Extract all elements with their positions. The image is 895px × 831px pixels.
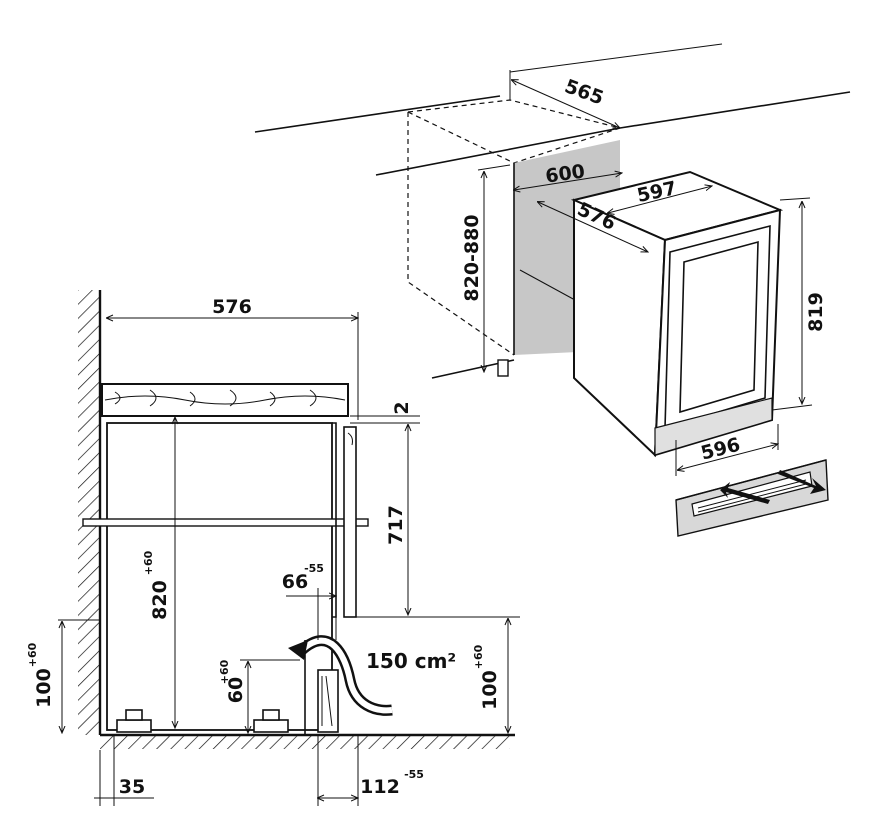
label-niche-height: 820-880 xyxy=(461,214,483,301)
perspective-view: 565 600 820-880 597 576 xyxy=(254,43,851,537)
side-view: 576 2 717 820 +60 66 -55 150 cm² xyxy=(26,290,520,806)
counter-front-edge xyxy=(375,127,621,176)
dim-820-880: 820-880 xyxy=(461,164,511,372)
dim-600: 600 xyxy=(514,160,622,190)
foot-right xyxy=(253,709,289,733)
label-side-width: 576 xyxy=(212,296,252,318)
label-wall-offset: 35 xyxy=(119,776,145,798)
label-main-height-sup: +60 xyxy=(142,550,155,575)
label-vent-width: 66 xyxy=(282,571,308,593)
label-niche-width: 600 xyxy=(544,160,586,187)
label-gap-top: 2 xyxy=(391,401,413,414)
wine-cooler xyxy=(570,170,784,458)
label-vent-width-sup: -55 xyxy=(304,562,324,575)
door-handle xyxy=(347,432,353,446)
door-inner xyxy=(332,422,337,618)
plinth-grille-detail xyxy=(675,459,829,537)
cabinet-body xyxy=(106,422,333,731)
label-cabinet-height: 717 xyxy=(385,505,407,545)
dim-819: 819 xyxy=(771,197,827,411)
label-front-offset: 112 xyxy=(360,776,400,798)
label-plinth-right-sup: +60 xyxy=(472,644,485,669)
dim-66: 66 -55 xyxy=(282,562,336,640)
dim-112: 112 -55 xyxy=(318,735,424,806)
label-plinth-left: 100 xyxy=(33,668,55,708)
label-niche-depth: 565 xyxy=(562,75,607,109)
dim-576-side: 576 xyxy=(107,296,358,420)
wood-grain-2 xyxy=(104,395,346,405)
label-foot-height-sup: +60 xyxy=(218,659,231,684)
dim-100-left: 100 +60 xyxy=(26,619,100,733)
airflow-in-arrow xyxy=(720,482,770,504)
plinth-vent xyxy=(317,669,339,733)
airflow-out-arrow xyxy=(778,470,826,494)
countertop xyxy=(101,383,349,417)
label-plinth-left-sup: +60 xyxy=(26,642,39,667)
dim-100-right: 100 +60 xyxy=(420,616,520,733)
shelf xyxy=(82,518,369,527)
dim-35: 35 xyxy=(94,735,154,806)
dim-565: 565 xyxy=(509,70,620,128)
vent-grille xyxy=(321,675,333,727)
niche-outline xyxy=(407,99,623,356)
label-unit-height: 819 xyxy=(805,292,827,332)
dim-60-foot: 60 +60 xyxy=(218,659,300,733)
unit-side xyxy=(573,198,667,458)
label-vent-area: 150 cm² xyxy=(366,649,456,673)
dim-717: 717 xyxy=(356,425,420,618)
foot-left xyxy=(116,709,152,733)
wall-hatch xyxy=(78,290,100,735)
label-foot-height: 60 xyxy=(225,677,247,703)
floor-hatch xyxy=(100,735,510,749)
niche-foot xyxy=(497,359,509,377)
unit-base-grille xyxy=(654,397,773,456)
label-plinth-right: 100 xyxy=(479,670,501,710)
counter-back-edge-2 xyxy=(619,91,851,129)
airflow-arrowhead xyxy=(288,640,308,660)
counter-back-edge xyxy=(254,95,501,133)
label-main-height: 820 xyxy=(149,580,171,620)
label-front-offset-sup: -55 xyxy=(404,768,424,781)
door-front xyxy=(343,426,357,618)
dim-820-side: 820 +60 xyxy=(142,418,175,728)
dim-gap-top: 2 xyxy=(350,401,420,424)
unit-glass xyxy=(679,240,759,414)
dim-ext-top xyxy=(509,43,723,73)
